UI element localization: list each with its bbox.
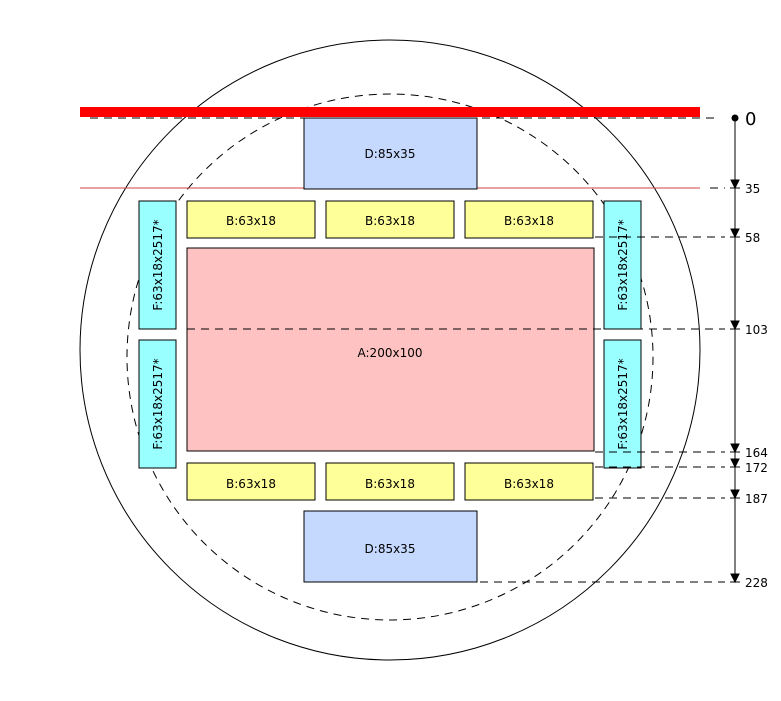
die-d-top-label: D:85x35 [365,147,416,161]
die-b-bot-2: B:63x18 [325,462,455,501]
dimension-label-35: 35 [745,182,760,196]
die-d-top: D:85x35 [303,117,478,190]
die-a-center-label: A:200x100 [358,346,423,360]
dimension-label-228: 228 [745,576,768,590]
die-d-bottom: D:85x35 [303,510,478,583]
die-b-bot-1-label: B:63x18 [226,477,276,491]
die-b-bot-3: B:63x18 [464,462,594,501]
dimension-label-164: 164 [745,446,768,460]
die-b-top-3-label: B:63x18 [504,214,554,228]
wafer-usable-circle [126,93,654,621]
die-f-right-top-label: F:63x18x2517* [616,219,630,310]
die-f-left-top: F:63x18x2517* [138,200,177,330]
dimension-label-103: 103 [745,323,768,337]
dimension-ruler [730,114,740,584]
die-b-top-2: B:63x18 [325,200,455,239]
die-d-bottom-label: D:85x35 [365,542,416,556]
die-f-right-bottom: F:63x18x2517* [603,339,642,469]
dimension-label-187: 187 [745,492,768,506]
die-f-left-bottom-label: F:63x18x2517* [151,358,165,449]
die-f-right-top: F:63x18x2517* [603,200,642,330]
die-b-top-1-label: B:63x18 [226,214,276,228]
die-f-right-bottom-label: F:63x18x2517* [616,358,630,449]
dimension-label-58: 58 [745,231,760,245]
die-b-bot-3-label: B:63x18 [504,477,554,491]
die-a-center: A:200x100 [186,247,595,452]
die-b-top-2-label: B:63x18 [365,214,415,228]
die-f-left-top-label: F:63x18x2517* [151,219,165,310]
die-f-left-bottom: F:63x18x2517* [138,339,177,469]
die-b-top-3: B:63x18 [464,200,594,239]
dimension-label-0: 0 [745,109,756,130]
die-b-bot-2-label: B:63x18 [365,477,415,491]
wafer-outer-circle [79,39,701,661]
wafer-flat-bar [80,107,700,117]
die-b-bot-1: B:63x18 [186,462,316,501]
dimension-label-172: 172 [745,461,768,475]
die-b-top-1: B:63x18 [186,200,316,239]
